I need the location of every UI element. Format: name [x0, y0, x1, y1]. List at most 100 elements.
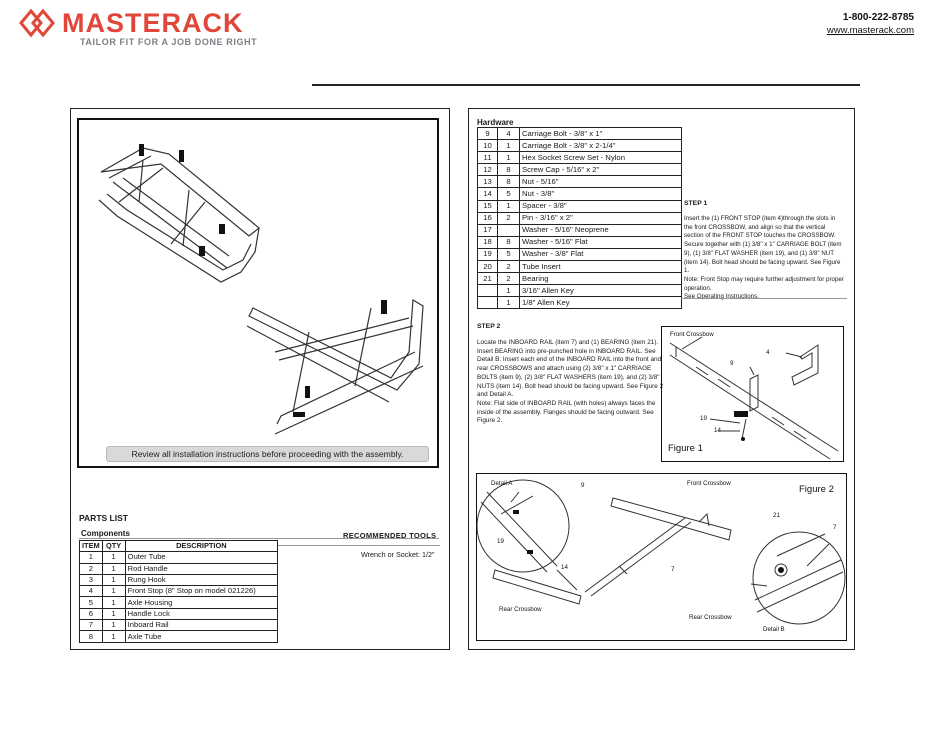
cell-qty: 1 — [101, 619, 126, 632]
cell-description: Pin - 3/16" x 2" — [519, 211, 682, 225]
cell-qty: 2 — [497, 272, 520, 286]
hardware-title: Hardware — [477, 118, 514, 127]
cell-item: 10 — [477, 139, 498, 153]
step1-body: Insert the (1) FRONT STOP (item 4)throug… — [684, 215, 842, 275]
tools-divider — [278, 545, 440, 546]
fig2-callout-14: 14 — [561, 564, 568, 571]
cell-qty: 8 — [497, 175, 520, 189]
cell-description: Tube Insert — [519, 260, 682, 274]
cell-qty: 5 — [497, 247, 520, 262]
cell-description: Screw Cap - 5/16" x 2" — [519, 163, 682, 177]
cell-qty: 1 — [497, 296, 520, 310]
brand-name: MASTERACK — [62, 8, 244, 38]
step1-instructions: Insert the (1) FRONT STOP (item 4)throug… — [684, 215, 844, 302]
fig2-rear-crossbow-left-label: Rear Crossbow — [499, 606, 542, 613]
components-title: Components — [81, 529, 130, 538]
column-header-description: DESCRIPTION — [124, 539, 279, 553]
figure-2-title: Figure 2 — [799, 484, 834, 495]
cell-item: 16 — [477, 211, 498, 225]
fig2-front-crossbow-label: Front Crossbow — [687, 480, 731, 487]
parts-list-title: PARTS LIST — [79, 513, 128, 523]
cell-item: 8 — [79, 630, 103, 643]
ladder-rack-drawing — [98, 144, 424, 435]
masterack-logo[interactable]: MASTERACK TAILOR FIT FOR A JOB DONE RIGH… — [18, 6, 258, 47]
cell-description: Carriage Bolt - 3/8" x 1" — [519, 126, 682, 141]
cell-item: 17 — [477, 223, 498, 237]
cell-qty: 1 — [101, 585, 126, 598]
cell-qty — [497, 223, 520, 237]
cell-item: 2 — [79, 562, 103, 575]
fig2-detail-a-label: Detail A — [491, 480, 513, 487]
step2-body: Locate the INBOARD RAIL (item 7) and (1)… — [477, 339, 664, 399]
step2-note: Note: Flat side of INBOARD RAIL (with ho… — [477, 399, 656, 425]
cell-description: 1/8" Allen Key — [519, 296, 682, 310]
fig1-callout-14: 14 — [714, 427, 721, 434]
cell-qty: 1 — [101, 607, 126, 621]
hardware-row: 17 Washer - 5/16" Neoprene — [477, 223, 682, 237]
cell-description: Washer - 3/8" Flat — [519, 247, 682, 262]
cell-description: Bearing — [519, 272, 682, 286]
review-instructions-banner: Review all installation instructions bef… — [106, 446, 429, 462]
fig1-front-crossbow-label: Front Crossbow — [670, 331, 714, 338]
cell-description: Hex Socket Screw Set - Nylon — [519, 151, 682, 165]
cell-qty: 8 — [497, 235, 520, 249]
cell-qty: 5 — [497, 187, 520, 201]
cell-description: Carriage Bolt - 3/8" x 2-1/4" — [519, 139, 682, 153]
cell-item: 12 — [477, 163, 498, 177]
cell-qty: 1 — [101, 551, 126, 564]
phone-number[interactable]: 1-800-222-8785 — [842, 12, 914, 23]
cell-description: Nut - 3/8" — [519, 187, 682, 201]
cell-qty: 1 — [497, 199, 520, 213]
cell-qty: 1 — [497, 284, 520, 298]
cell-qty: 4 — [497, 126, 520, 141]
website-link[interactable]: www.masterack.com — [826, 25, 914, 36]
step1-note: Note: Front Stop may require further adj… — [684, 275, 844, 292]
components-divider — [79, 538, 439, 539]
step1-divider — [681, 298, 847, 299]
cell-item: 9 — [477, 126, 498, 141]
column-header-item: ITEM — [79, 539, 103, 553]
cell-qty: 1 — [101, 630, 126, 643]
fig1-callout-19: 19 — [700, 415, 707, 422]
assembly-overview-figure: Review all installation instructions bef… — [77, 118, 439, 468]
fig1-callout-4: 4 — [766, 349, 770, 356]
recommended-tools-title: RECOMMENDED TOOLS — [343, 531, 437, 540]
fig2-callout-21: 21 — [773, 512, 780, 519]
cell-description: Axle Tube — [124, 630, 279, 643]
cell-qty: 1 — [497, 151, 520, 165]
inboard-rail-drawing — [477, 479, 846, 625]
step1-see-operating: See Operating Instructions. — [684, 293, 759, 301]
fig2-detail-b-label: Detail B — [763, 626, 785, 633]
cell-description: Washer - 5/16" Neoprene — [519, 223, 682, 237]
cell-item: 4 — [79, 585, 103, 598]
figure-1-title: Figure 1 — [668, 443, 703, 454]
cell-description: Inboard Rail — [124, 619, 279, 632]
cell-qty: 1 — [497, 139, 520, 153]
brand-tagline: TAILOR FIT FOR A JOB DONE RIGHT — [80, 37, 258, 47]
cell-qty: 1 — [101, 596, 126, 609]
cell-item: 1 — [79, 551, 103, 564]
cell-item: 14 — [477, 187, 498, 201]
cell-description: Spacer - 3/8" — [519, 199, 682, 213]
